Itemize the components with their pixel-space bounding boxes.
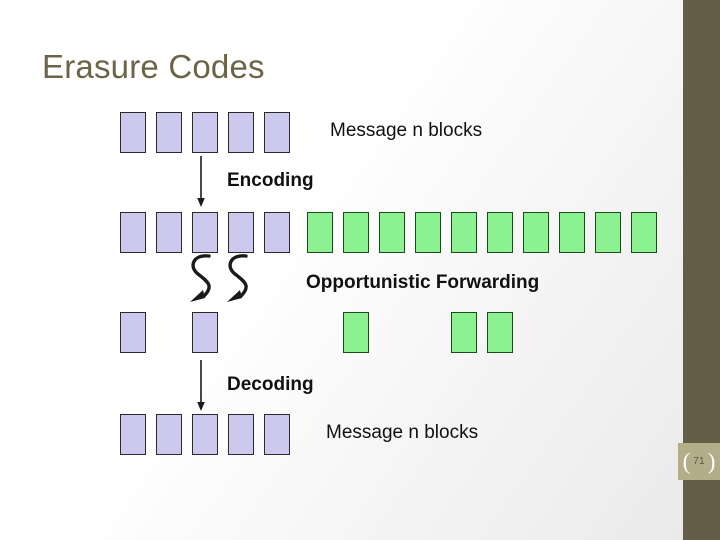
- block-purple: [156, 112, 182, 153]
- block-purple: [264, 414, 290, 455]
- label-decoding: Decoding: [227, 374, 314, 395]
- block-purple: [228, 212, 254, 253]
- block-purple: [156, 212, 182, 253]
- bracket-right-icon: ): [707, 449, 716, 474]
- label-message-bottom: Message n blocks: [326, 422, 479, 443]
- label-encoding: Encoding: [227, 170, 314, 191]
- page-title: Erasure Codes: [42, 48, 265, 85]
- block-green: [559, 212, 585, 253]
- block-purple: [120, 212, 146, 253]
- block-purple: [192, 212, 218, 253]
- block-purple: [192, 312, 218, 353]
- block-green: [523, 212, 549, 253]
- block-green: [487, 312, 513, 353]
- block-purple: [192, 414, 218, 455]
- forwarding-squiggle-icons: [190, 254, 248, 302]
- block-green: [343, 312, 369, 353]
- label-message-top: Message n blocks: [330, 120, 483, 141]
- block-purple: [264, 112, 290, 153]
- slide-number-badge: ( 71 ): [678, 443, 720, 480]
- label-opportunistic-forwarding: Opportunistic Forwarding: [306, 272, 540, 293]
- block-green: [631, 212, 657, 253]
- block-purple: [120, 112, 146, 153]
- block-green: [307, 212, 333, 253]
- block-purple: [228, 414, 254, 455]
- block-purple: [228, 112, 254, 153]
- block-green: [379, 212, 405, 253]
- block-green: [487, 212, 513, 253]
- block-green: [415, 212, 441, 253]
- block-purple: [120, 414, 146, 455]
- block-purple: [264, 212, 290, 253]
- block-green: [451, 312, 477, 353]
- bracket-left-icon: (: [682, 449, 691, 474]
- block-purple: [192, 112, 218, 153]
- encoding-arrow-icon: [197, 156, 205, 207]
- decoding-arrow-icon: [197, 360, 205, 411]
- slide-number: 71: [693, 456, 705, 467]
- block-green: [595, 212, 621, 253]
- block-purple: [120, 312, 146, 353]
- block-green: [343, 212, 369, 253]
- block-green: [451, 212, 477, 253]
- block-purple: [156, 414, 182, 455]
